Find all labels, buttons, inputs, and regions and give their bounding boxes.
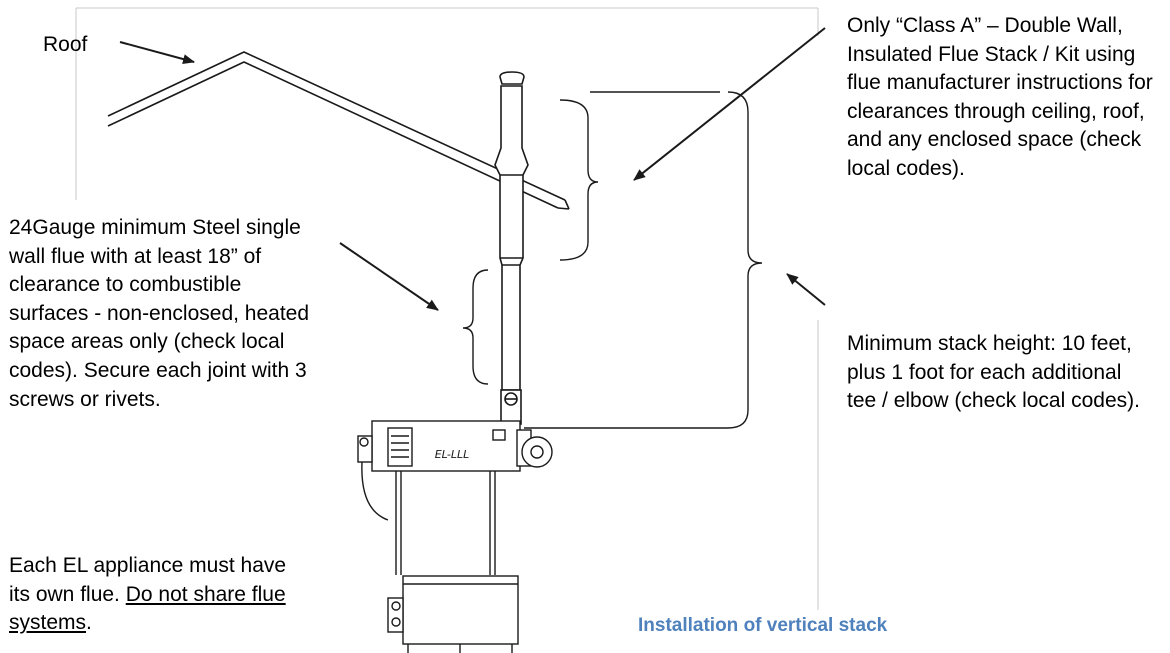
bracket-single-wall-section	[462, 269, 489, 385]
own-flue-note: Each EL appliance must have its own flue…	[9, 552, 299, 638]
roof-outline	[107, 51, 570, 210]
own-flue-emphasis: Do not share flue systems	[9, 582, 286, 635]
heater-appliance	[357, 420, 553, 653]
bracket-insulated-section	[559, 99, 599, 261]
single-wall-note: 24Gauge minimum Steel single wall flue w…	[9, 216, 310, 411]
min-height-arrow	[786, 273, 826, 306]
min-height-note: Minimum stack height: 10 feet, plus 1 fo…	[847, 332, 1140, 413]
heater-badge-text: EL-LLL	[435, 448, 470, 461]
figure-caption: Installation of vertical stack	[638, 615, 888, 636]
own-flue-end: .	[86, 611, 92, 635]
bracket-total-height	[524, 91, 763, 429]
roof-label: Roof	[43, 33, 88, 56]
class-a-note: Only “Class A” – Double Wall, Insulated …	[847, 14, 1153, 180]
roof-arrow	[119, 41, 195, 64]
annotation-arrows	[119, 27, 826, 311]
single-wall-arrow	[339, 242, 439, 311]
class-a-arrow	[633, 27, 826, 181]
own-flue-lead: Each EL appliance must have its own flue…	[9, 554, 287, 606]
figure-frame	[75, 7, 819, 610]
flue-stack	[494, 71, 529, 425]
